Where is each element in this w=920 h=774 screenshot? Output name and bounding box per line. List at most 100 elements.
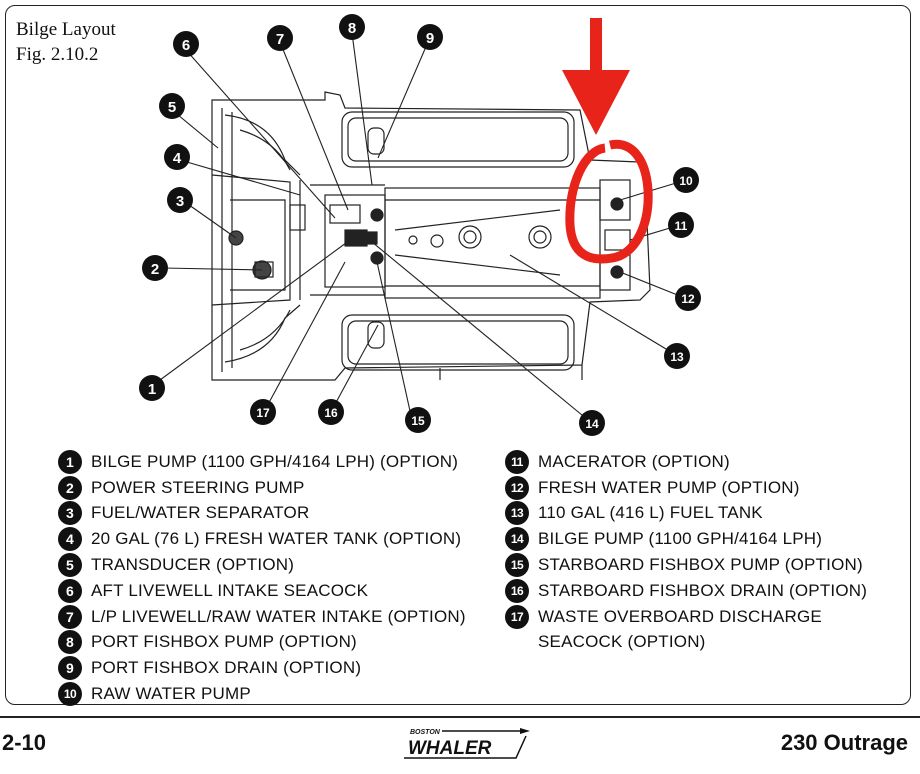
legend-number: 17 — [505, 604, 529, 629]
callout-5: 5 — [159, 93, 185, 119]
callout-11: 11 — [668, 212, 694, 238]
legend-right: 11 MACERATOR (OPTION) 12 FRESH WATER PUMP … — [505, 449, 867, 655]
legend-number: 5 — [58, 553, 82, 578]
boston-whaler-logo: BOSTON WHALER — [404, 728, 530, 759]
legend-text: POWER STEERING PUMP — [91, 477, 305, 497]
legend-number: 7 — [58, 604, 82, 629]
callout-10-label: 10 — [679, 174, 693, 188]
callout-6-label: 6 — [182, 37, 190, 54]
legend-text: STARBOARD FISHBOX PUMP (OPTION) — [538, 555, 863, 575]
red-arrow-shaft — [590, 18, 602, 78]
figure-title: Bilge Layout — [16, 19, 116, 40]
legend-number: 13 — [505, 501, 529, 526]
callout-badges: 1 2 3 4 5 6 7 8 9 10 11 12 13 14 15 16 1… — [139, 14, 701, 436]
callout-13: 13 — [664, 343, 690, 369]
legend-item: 12 FRESH WATER PUMP (OPTION) — [505, 475, 867, 501]
callout-4-label: 4 — [173, 150, 182, 167]
legend-number: 8 — [58, 630, 82, 655]
callout-12: 12 — [675, 285, 701, 311]
callout-7-label: 7 — [276, 31, 284, 48]
callout-7: 7 — [267, 25, 293, 51]
legend-item: 2 POWER STEERING PUMP — [58, 475, 466, 501]
legend-text: MACERATOR (OPTION) — [538, 451, 730, 471]
red-arrow-head — [562, 70, 630, 135]
legend-text: PORT FISHBOX PUMP (OPTION) — [91, 632, 357, 652]
callout-16-label: 16 — [324, 406, 338, 420]
callout-11-label: 11 — [675, 219, 688, 233]
legend-text: STARBOARD FISHBOX DRAIN (OPTION) — [538, 580, 868, 600]
hull-outline — [211, 91, 651, 381]
callout-15: 15 — [405, 407, 431, 433]
legend-item: 6 AFT LIVEWELL INTAKE SEACOCK — [58, 578, 466, 604]
callout-15-label: 15 — [411, 414, 425, 428]
callout-1-label: 1 — [148, 381, 156, 398]
callout-17-label: 17 — [256, 406, 270, 420]
legend-text: PORT FISHBOX DRAIN (OPTION) — [91, 658, 362, 678]
callout-4: 4 — [164, 144, 190, 170]
callout-3: 3 — [167, 187, 193, 213]
legend-text: FUEL/WATER SEPARATOR — [91, 503, 310, 523]
legend-item: 15 STARBOARD FISHBOX PUMP (OPTION) — [505, 552, 867, 578]
figure-frame — [5, 5, 911, 705]
legend-number: 3 — [58, 501, 82, 526]
figure-label: Fig. 2.10.2 — [16, 44, 99, 65]
red-annotation — [562, 18, 653, 264]
callout-9: 9 — [417, 24, 443, 50]
callout-5-label: 5 — [168, 99, 176, 116]
footer-divider — [0, 716, 920, 718]
legend-text: 110 GAL (416 L) FUEL TANK — [538, 503, 763, 523]
legend-item: 10 RAW WATER PUMP — [58, 681, 466, 707]
callout-14-label: 14 — [585, 417, 599, 431]
legend-number: 4 — [58, 527, 82, 552]
legend-number: 12 — [505, 475, 529, 500]
model-name: 230 Outrage — [780, 730, 908, 755]
legend-item: 3 FUEL/WATER SEPARATOR — [58, 501, 466, 527]
legend-item: 8 PORT FISHBOX PUMP (OPTION) — [58, 630, 466, 656]
legend-text: TRANSDUCER (OPTION) — [91, 555, 295, 575]
legend-item: 9 PORT FISHBOX DRAIN (OPTION) — [58, 655, 466, 681]
page-number: 2-10 — [2, 730, 47, 755]
legend-item: 5 TRANSDUCER (OPTION) — [58, 552, 466, 578]
legend-text: FRESH WATER PUMP (OPTION) — [538, 477, 800, 497]
logo-main-text: WHALER — [408, 738, 492, 759]
legend-text: L/P LIVEWELL/RAW WATER INTAKE (OPTION) — [91, 606, 466, 626]
legend-text: AFT LIVEWELL INTAKE SEACOCK — [91, 580, 369, 600]
legend-number: 15 — [505, 553, 529, 578]
logo-small-text: BOSTON — [410, 729, 441, 736]
port-fishbox — [341, 111, 575, 168]
callout-2-label: 2 — [151, 261, 159, 278]
legend-number: 2 — [58, 475, 82, 500]
legend-number: 9 — [58, 656, 82, 681]
callout-2: 2 — [142, 255, 168, 281]
legend-number: 11 — [505, 449, 529, 474]
callout-12-label: 12 — [681, 292, 695, 306]
callout-1: 1 — [139, 375, 165, 401]
legend-item: 17 WASTE OVERBOARD DISCHARGE — [505, 604, 867, 630]
figure-title-block: Bilge Layout Fig. 2.10.2 — [16, 17, 116, 67]
callout-14: 14 — [579, 410, 605, 436]
callout-17: 17 — [250, 399, 276, 425]
callout-9-label: 9 — [426, 30, 434, 47]
legend-continuation: SEACOCK (OPTION) — [538, 632, 706, 652]
callout-13-label: 13 — [670, 350, 684, 364]
legend-item: 11 MACERATOR (OPTION) — [505, 449, 867, 475]
legend-item: 13 110 GAL (416 L) FUEL TANK — [505, 501, 867, 527]
callout-10: 10 — [673, 167, 699, 193]
legend-text: WASTE OVERBOARD DISCHARGE — [538, 606, 822, 626]
legend-text: BILGE PUMP (1100 GPH/4164 LPH) (OPTION) — [91, 451, 459, 471]
legend-text: RAW WATER PUMP — [91, 684, 251, 704]
hull-drawing — [211, 91, 651, 381]
leader-lines — [159, 32, 687, 421]
legend-number: 6 — [58, 578, 82, 603]
starboard-fishbox — [341, 314, 575, 371]
legend-text: BILGE PUMP (1100 GPH/4164 LPH) — [538, 529, 823, 549]
red-circle — [565, 139, 653, 264]
legend-number: 10 — [58, 682, 82, 707]
callout-16: 16 — [318, 399, 344, 425]
